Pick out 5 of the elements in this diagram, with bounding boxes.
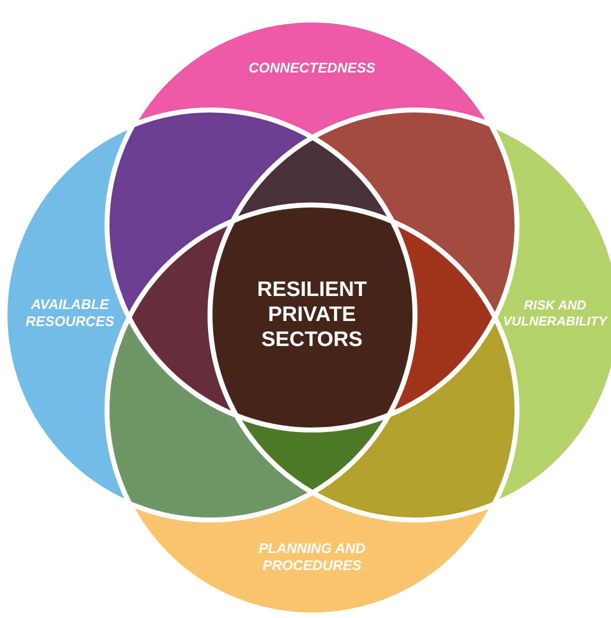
circle-label: CONNECTEDNESS bbox=[248, 60, 376, 76]
circle-label: RISK AND VULNERABILITY bbox=[502, 297, 609, 329]
center-label: RESILIENT PRIVATE SECTORS bbox=[256, 277, 368, 353]
circle-label: AVAILABLE RESOURCES bbox=[24, 296, 116, 330]
circle-label: PLANNING AND PROCEDURES bbox=[258, 540, 366, 574]
